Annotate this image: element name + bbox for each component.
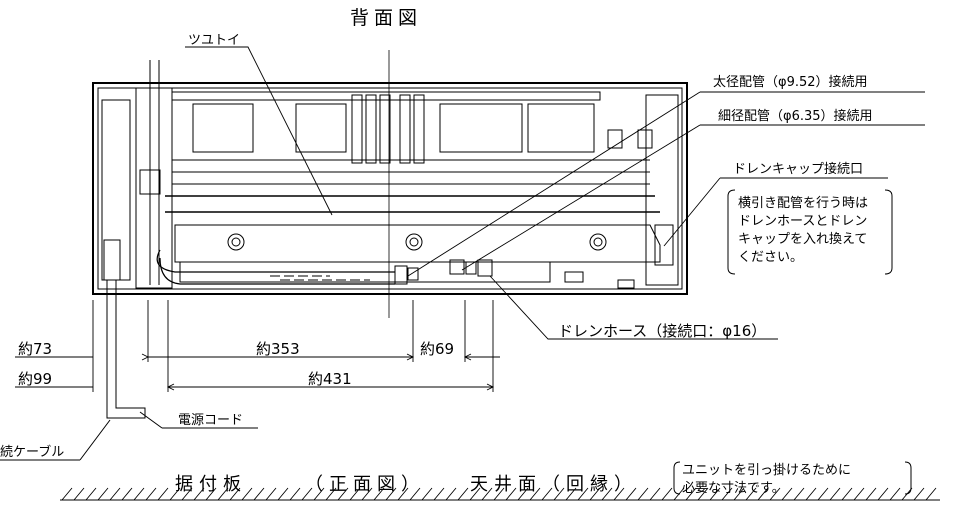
cable-label: 続ケーブル — [0, 444, 64, 460]
power-cord — [0, 280, 258, 461]
note-line-2: ドレンホースとドレン — [738, 214, 867, 229]
note-bracket — [673, 189, 912, 495]
ceiling-hatch — [60, 487, 940, 501]
footer-note-1: ユニットを引っ掛けるために — [682, 463, 851, 478]
drain-cap-label: ドレンキャップ接続口 — [733, 161, 863, 177]
note-line-1: 横引き配管を行う時は — [738, 196, 868, 211]
footer-note-2: 必要な寸法です。 — [682, 481, 785, 496]
unit-body — [92, 60, 688, 295]
dimension-lines — [15, 300, 500, 392]
dim-353: 約353 — [256, 340, 300, 358]
plate-label: 据付板 — [175, 474, 247, 495]
ceiling-label: 天井面（回縁） — [470, 474, 638, 495]
small-pipe-label: 細径配管（φ6.35）接続用 — [718, 108, 873, 124]
note-line-3: キャップを入れ換えて — [738, 232, 867, 247]
drain-hose-label: ドレンホース（接続口：φ16） — [558, 322, 766, 340]
power-cord-label: 電源コード — [178, 413, 243, 428]
large-pipe-label: 太径配管（φ9.52）接続用 — [713, 74, 868, 90]
dim-431: 約431 — [308, 370, 352, 388]
diagram-title: 背面図 — [350, 7, 422, 29]
leader-lines — [185, 46, 925, 340]
dim-69: 約69 — [420, 340, 454, 358]
front-view-label: （正面図） — [305, 474, 425, 495]
note-line-4: ください。 — [738, 250, 803, 265]
dim-99: 約99 — [18, 370, 52, 388]
tsutoi-label: ツユトイ — [188, 33, 240, 48]
dim-73: 約73 — [18, 340, 52, 358]
